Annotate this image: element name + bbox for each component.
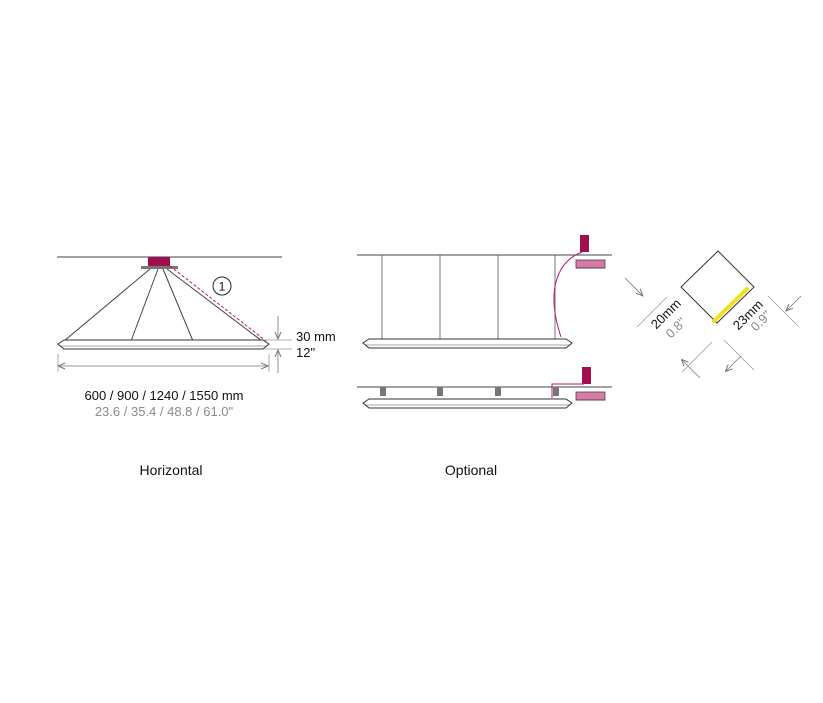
power-cable xyxy=(169,265,267,342)
horizontal-caption: Horizontal xyxy=(139,462,202,478)
optional-view: Optional xyxy=(357,235,612,478)
suspension-wire xyxy=(63,268,151,342)
canopy xyxy=(148,257,170,266)
led-strip-yellow xyxy=(712,287,749,323)
height-dimension: 30 mm 12" xyxy=(264,316,336,373)
optional-caption: Optional xyxy=(445,462,497,478)
luminaire-body xyxy=(57,339,270,350)
driver-box xyxy=(582,367,591,384)
profile-section: 20mm 0.8" 23mm 0.9" xyxy=(624,250,802,379)
horizontal-view: 1 30 mm 12" 600 / 900 / 1240 / 1550 mm 2… xyxy=(57,256,336,478)
length-dimension: 600 / 900 / 1240 / 1550 mm 23.6 / 35.4 /… xyxy=(57,354,270,419)
callout-number: 1 xyxy=(219,280,226,294)
mounting-bracket xyxy=(437,387,443,396)
suspension-wire xyxy=(130,268,159,342)
power-cable xyxy=(553,251,583,338)
power-cable xyxy=(551,383,584,398)
length-mm-label: 600 / 900 / 1240 / 1550 mm xyxy=(85,388,244,403)
mounting-bracket xyxy=(495,387,501,396)
mounting-bracket xyxy=(380,387,386,396)
mounting-bracket xyxy=(553,387,559,396)
profile-square xyxy=(680,250,755,324)
mounting-plate xyxy=(575,259,606,269)
luminaire-body xyxy=(362,338,573,349)
suspension-wire xyxy=(162,268,194,342)
luminaire-body xyxy=(362,398,573,409)
height-dimension: 23mm 0.9" xyxy=(723,295,802,371)
height-mm-label: 30 mm xyxy=(296,329,336,344)
height-in-label: 12" xyxy=(296,345,315,360)
canopy-plate xyxy=(141,266,178,269)
length-in-label: 23.6 / 35.4 / 48.8 / 61.0" xyxy=(95,404,234,419)
callout-1: 1 xyxy=(212,276,232,296)
suspension-wire xyxy=(166,268,263,342)
mounting-plate xyxy=(575,391,606,401)
driver-box xyxy=(580,235,589,252)
